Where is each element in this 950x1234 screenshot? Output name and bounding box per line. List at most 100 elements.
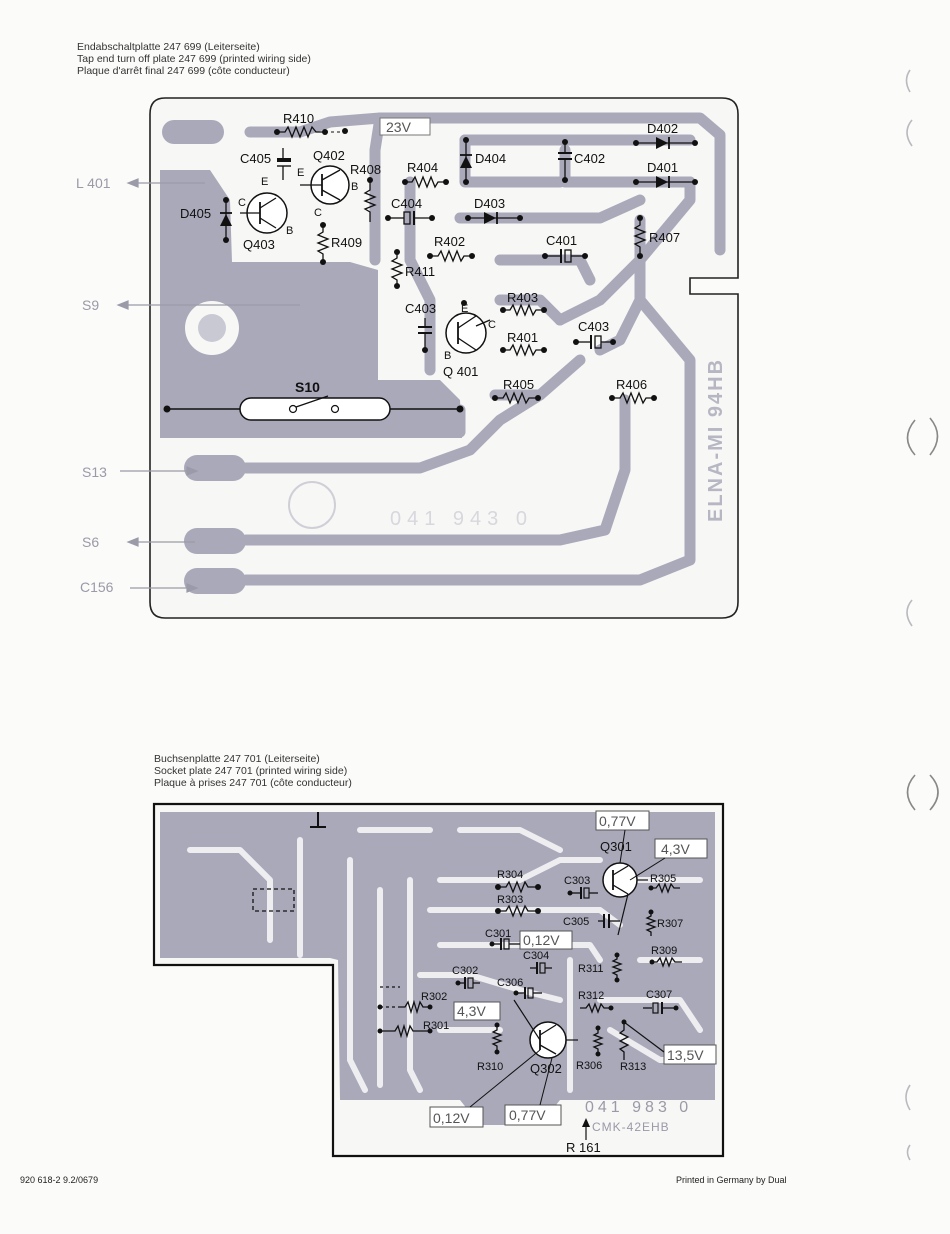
label-q402: Q402 <box>313 148 345 163</box>
pad-s9b <box>288 333 358 359</box>
board-text-elna: ELNA-MI 94HB <box>705 358 727 522</box>
label-c303: C303 <box>564 875 590 887</box>
pad-top-left <box>162 120 224 144</box>
footer-right: Printed in Germany by Dual <box>676 1175 787 1185</box>
pin-e-q403: E <box>261 176 268 188</box>
voltage-43-mid: 4,3V <box>457 1003 486 1019</box>
pin-e-q402: E <box>297 167 304 179</box>
side-arrows <box>116 178 300 593</box>
label-r405: R405 <box>503 377 534 392</box>
label-r403: R403 <box>507 290 538 305</box>
copper-area-main <box>330 812 715 1125</box>
caption-line-de: Endabschaltplatte 247 699 (Leiterseite) <box>77 41 260 53</box>
voltage-43-top: 4,3V <box>661 841 690 857</box>
pin-b-q403: B <box>286 225 293 237</box>
diode-d402 <box>656 137 668 149</box>
label-r411: R411 <box>405 264 435 279</box>
transistor-q401 <box>445 312 487 354</box>
s10-blade <box>295 395 329 408</box>
dashed-component <box>252 888 295 912</box>
label-r310: R310 <box>477 1061 503 1073</box>
label-c401: C401 <box>546 233 577 248</box>
bottom-board-caption: Buchsenplatte 247 701 (Leiterseite) Sock… <box>154 753 352 789</box>
capacitor-c404 <box>403 211 411 225</box>
label-q401: Q 401 <box>443 364 478 379</box>
resistor-r313 <box>618 1022 630 1060</box>
label-s9: S9 <box>82 297 99 313</box>
binder-marks <box>905 69 939 1161</box>
diode-d401 <box>656 176 668 188</box>
label-r407: R407 <box>649 230 680 245</box>
label-r409: R409 <box>331 235 362 250</box>
resistor-r303 <box>498 904 538 918</box>
label-r305: R305 <box>650 873 676 885</box>
s10-node-left <box>163 405 171 413</box>
copper-area-left <box>160 812 330 958</box>
label-r161: R 161 <box>566 1140 601 1155</box>
label-r311: R311 <box>578 963 603 975</box>
label-r406: R406 <box>616 377 647 392</box>
voltage-077-bottom: 0,77V <box>509 1107 546 1123</box>
label-r312: R312 <box>578 990 604 1002</box>
voltage-012-bottom: 0,12V <box>433 1110 470 1126</box>
voltage-box-23v <box>379 117 431 136</box>
label-d403: D403 <box>474 196 505 211</box>
pad-c156 <box>184 568 246 594</box>
label-r309: R309 <box>651 945 677 957</box>
voltage-box-135 <box>663 1044 717 1065</box>
resistor-r411 <box>390 252 404 286</box>
caption-line-en: Tap end turn off plate 247 699 (printed … <box>77 53 311 65</box>
diode-d403 <box>484 212 496 224</box>
s10-node-right <box>456 405 464 413</box>
label-c301: C301 <box>485 928 511 940</box>
caption-line-fr: Plaque à prises 247 701 (côte conducteur… <box>154 777 352 789</box>
voltage-012-mid: 0,12V <box>523 932 560 948</box>
pad-s9 <box>288 290 358 316</box>
top-board: L 401 S9 S13 S6 C156 23V R410 C405 Q402 … <box>76 97 739 619</box>
pad-s13 <box>184 455 246 481</box>
bottom-board: Q301 0,77V 4,3V 0,12V 4,3V 13,5V 0,12V 0… <box>152 802 725 1158</box>
label-c304: C304 <box>523 950 549 962</box>
label-q301: Q301 <box>600 839 632 854</box>
label-c307: C307 <box>646 989 672 1001</box>
capacitor-c405 <box>277 158 291 162</box>
pin-b-q401: B <box>444 350 451 362</box>
resistor-r310 <box>491 1025 503 1052</box>
label-c405: C405 <box>240 151 271 166</box>
label-r404: R404 <box>407 160 438 175</box>
resistor-r311 <box>611 955 623 980</box>
resistor-r305 <box>651 882 680 894</box>
label-c403-left: C403 <box>405 301 436 316</box>
pad-s6 <box>184 528 246 554</box>
board-code: CMK-42EHB <box>592 1120 670 1134</box>
s10-contact-a <box>288 404 298 414</box>
resistor-r408 <box>363 180 377 222</box>
label-s10: S10 <box>295 379 320 395</box>
resistor-r405 <box>495 391 538 405</box>
label-d402: D402 <box>647 121 678 136</box>
resistor-r402 <box>430 249 472 263</box>
transistor-q301 <box>602 862 638 898</box>
label-r304: R304 <box>497 869 523 881</box>
voltage-box-077-bottom <box>504 1104 562 1126</box>
s10-contact-b <box>330 404 340 414</box>
label-r313: R313 <box>620 1061 646 1073</box>
label-r302: R302 <box>421 991 447 1003</box>
label-q403: Q403 <box>243 237 275 252</box>
hollow-ring <box>288 481 336 529</box>
resistor-r306 <box>592 1028 604 1054</box>
label-r303: R303 <box>497 894 523 906</box>
pin-c-q403: C <box>238 197 246 209</box>
resistor-r309 <box>652 956 682 968</box>
mounting-hole-inner <box>198 314 226 342</box>
pin-e-q401: E <box>461 303 468 315</box>
label-c156: C156 <box>80 579 114 595</box>
label-q302: Q302 <box>530 1061 562 1076</box>
resistor-r401 <box>503 343 544 357</box>
label-c403-right: C403 <box>578 319 609 334</box>
resistor-r304 <box>498 880 538 894</box>
caption-line-fr: Plaque d'arrêt final 247 699 (côte condu… <box>77 65 290 77</box>
label-c305: C305 <box>563 916 589 928</box>
voltage-box-012-bottom <box>429 1106 484 1128</box>
